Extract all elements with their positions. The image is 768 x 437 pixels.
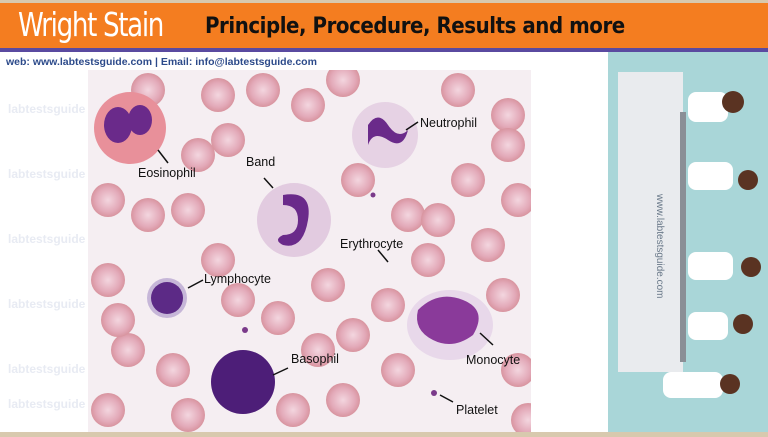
erythrocyte-cell [501, 353, 531, 387]
erythrocyte-cell [101, 303, 135, 337]
label-eosinophil: Eosinophil [138, 166, 196, 180]
eosinophil-cell [94, 92, 166, 164]
erythrocyte-cell [261, 301, 295, 335]
page-title: Wright Stain [18, 5, 164, 44]
erythrocyte-cell [246, 73, 280, 107]
lab-illustration-panel: www.labtestsguide.com [608, 52, 768, 432]
erythrocyte-cell [341, 163, 375, 197]
watermark: labtestsguide [8, 362, 86, 376]
label-neutrophil: Neutrophil [420, 116, 477, 130]
erythrocyte-cell [501, 183, 531, 217]
erythrocyte-cell [311, 268, 345, 302]
watermark: labtestsguide [8, 102, 86, 116]
watermark: labtestsguide [8, 397, 86, 411]
blood-smear-image: Eosinophil Neutrophil Band Erythrocyte L… [88, 70, 531, 432]
erythrocyte-cell [326, 383, 360, 417]
erythrocyte-cell [171, 193, 205, 227]
label-basophil: Basophil [291, 352, 339, 366]
label-band: Band [246, 155, 275, 169]
lymphocyte-cell [147, 278, 187, 318]
erythrocyte-cell [181, 138, 215, 172]
watermark: labtestsguide [8, 167, 86, 181]
contact-line: web: www.labtestsguide.com | Email: info… [6, 56, 317, 68]
band-cell [257, 183, 331, 257]
erythrocyte-cell [91, 393, 125, 427]
erythrocyte-cell [336, 318, 370, 352]
erythrocyte-cell [291, 88, 325, 122]
erythrocyte-cell [421, 203, 455, 237]
erythrocyte-cell [371, 288, 405, 322]
page-subtitle: Principle, Procedure, Results and more [205, 14, 625, 39]
erythrocyte-cell [91, 183, 125, 217]
erythrocyte-cell [131, 198, 165, 232]
label-lymphocyte: Lymphocyte [204, 272, 271, 286]
platelet-cell [242, 327, 248, 333]
lab-scientists-illustration [618, 72, 761, 398]
erythrocyte-cell [411, 243, 445, 277]
erythrocytes [91, 70, 531, 432]
erythrocyte-cell [326, 70, 360, 97]
erythrocyte-cell [486, 278, 520, 312]
platelet-cell [370, 192, 376, 198]
erythrocyte-cell [156, 353, 190, 387]
erythrocyte-cell [381, 353, 415, 387]
erythrocyte-cell [511, 403, 531, 432]
divider [0, 48, 768, 52]
monocyte-cell [407, 290, 493, 360]
watermark: labtestsguide [8, 297, 86, 311]
erythrocyte-cell [491, 128, 525, 162]
platelet-cell [431, 390, 437, 396]
label-platelet: Platelet [456, 403, 498, 417]
basophil-cell [211, 350, 275, 414]
erythrocyte-cell [391, 198, 425, 232]
watermark: labtestsguide [8, 232, 86, 246]
side-website-text: www.labtestsguide.com [654, 194, 665, 299]
erythrocyte-cell [471, 228, 505, 262]
erythrocyte-cell [491, 98, 525, 132]
erythrocyte-cell [201, 243, 235, 277]
label-arrows [157, 121, 494, 403]
erythrocyte-cell [221, 283, 255, 317]
neutrophil-cell [352, 102, 418, 168]
label-monocyte: Monocyte [466, 353, 520, 367]
erythrocyte-cell [301, 333, 335, 367]
erythrocyte-cell [211, 123, 245, 157]
erythrocyte-cell [441, 73, 475, 107]
erythrocyte-cell [201, 78, 235, 112]
label-erythrocyte: Erythrocyte [340, 237, 403, 251]
erythrocyte-cell [451, 163, 485, 197]
erythrocyte-cell [171, 398, 205, 432]
erythrocyte-cell [91, 263, 125, 297]
title-banner: Wright Stain Principle, Procedure, Resul… [0, 3, 768, 48]
erythrocyte-cell [276, 393, 310, 427]
erythrocyte-cell [111, 333, 145, 367]
